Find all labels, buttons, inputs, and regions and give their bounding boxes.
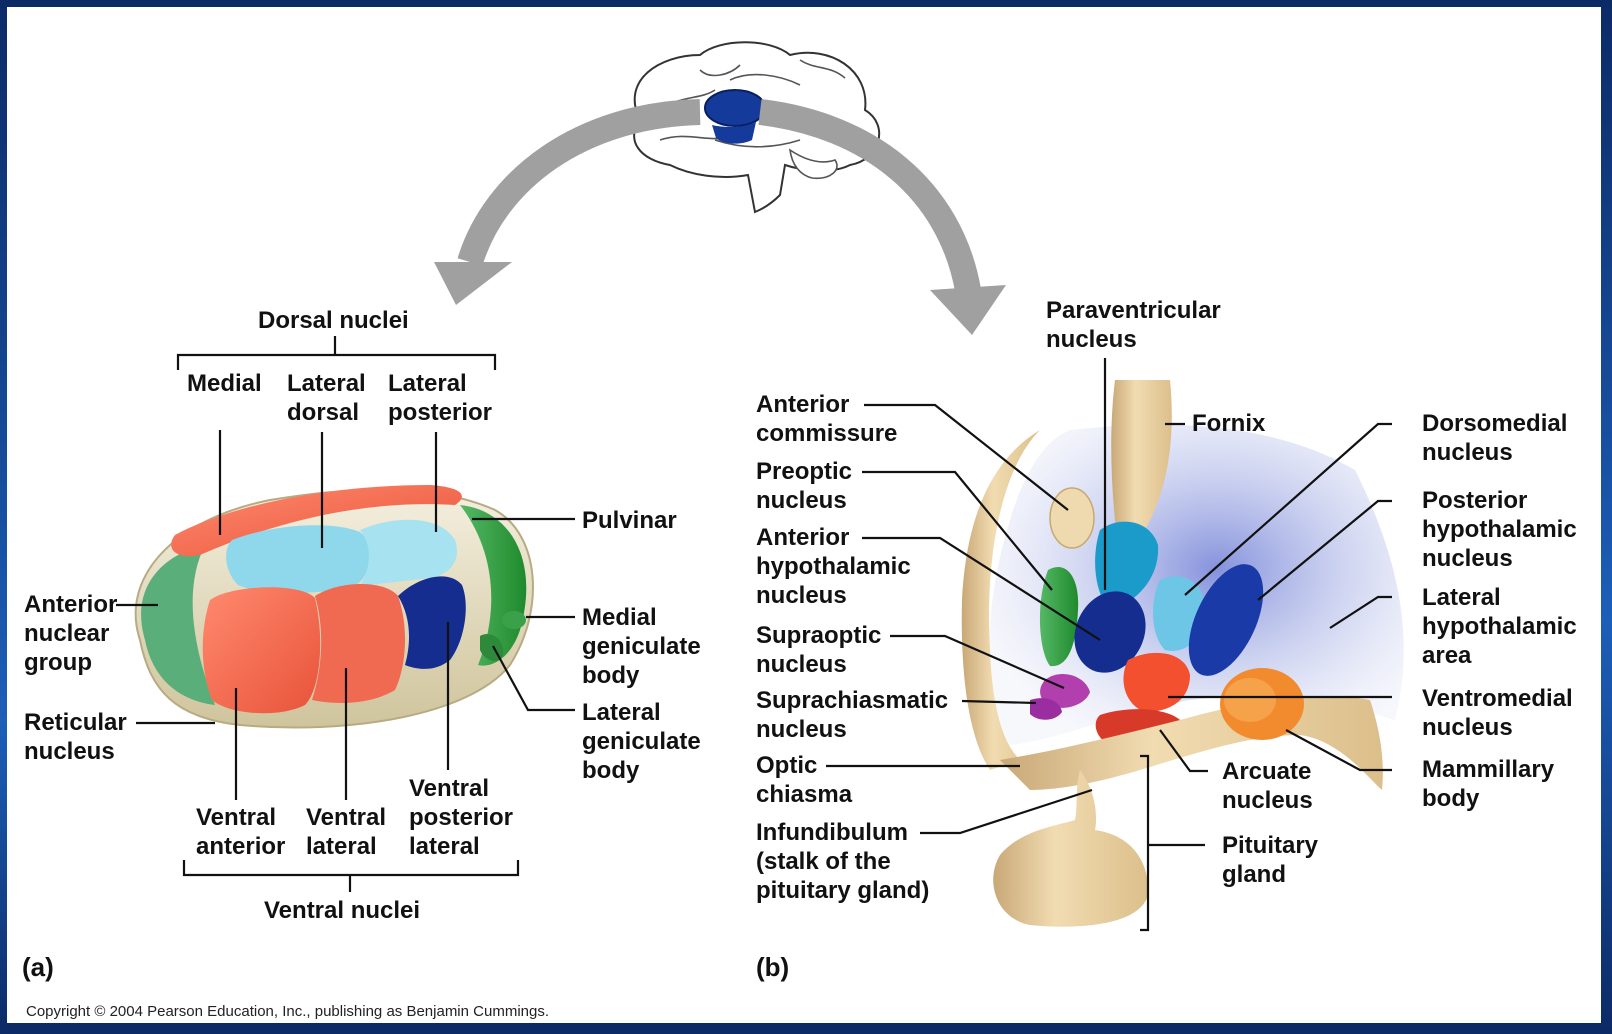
- label-infundibulum-3: pituitary gland): [756, 877, 929, 904]
- label-suprachiasmatic-2: nucleus: [756, 716, 847, 743]
- label-anterior-commissure-1: Anterior: [756, 391, 849, 418]
- label-pituitary-1: Pituitary: [1222, 832, 1319, 859]
- label-suprachiasmatic-1: Suprachiasmatic: [756, 687, 948, 714]
- label-medial-geniculate-2: geniculate: [582, 633, 701, 660]
- label-pulvinar: Pulvinar: [582, 507, 677, 534]
- label-medial: Medial: [187, 370, 262, 397]
- label-ventral-anterior-2: anterior: [196, 833, 285, 860]
- thalamus-illustration: [136, 485, 533, 728]
- label-paraventricular-2: nucleus: [1046, 326, 1137, 353]
- label-pituitary-2: gland: [1222, 861, 1286, 888]
- label-posterior-hypothalamic-3: nucleus: [1422, 545, 1513, 572]
- label-ventral-posterior-lateral-3: lateral: [409, 833, 480, 860]
- label-medial-geniculate-1: Medial: [582, 604, 657, 631]
- label-optic-chiasma-1: Optic: [756, 752, 817, 779]
- label-paraventricular-1: Paraventricular: [1046, 297, 1221, 324]
- label-dorsal-nuclei: Dorsal nuclei: [258, 307, 409, 334]
- label-supraoptic-2: nucleus: [756, 651, 847, 678]
- label-ventral-lateral-1: Ventral: [306, 804, 386, 831]
- label-dorsomedial-1: Dorsomedial: [1422, 410, 1567, 437]
- label-lateral-hypothalamic-1: Lateral: [1422, 584, 1501, 611]
- label-anterior-hypothalamic-3: nucleus: [756, 582, 847, 609]
- label-preoptic-2: nucleus: [756, 487, 847, 514]
- label-mammillary-2: body: [1422, 785, 1480, 812]
- label-ventral-nuclei: Ventral nuclei: [264, 897, 420, 924]
- label-mammillary-1: Mammillary: [1422, 756, 1555, 783]
- label-anterior-group-3: group: [24, 649, 92, 676]
- label-ventromedial-1: Ventromedial: [1422, 685, 1573, 712]
- label-lateral-geniculate-3: body: [582, 757, 640, 784]
- label-ventral-posterior-lateral-1: Ventral: [409, 775, 489, 802]
- label-infundibulum-2: (stalk of the: [756, 848, 891, 875]
- label-anterior-commissure-2: commissure: [756, 420, 897, 447]
- label-optic-chiasma-2: chiasma: [756, 781, 853, 808]
- label-lateral-dorsal-1: Lateral: [287, 370, 366, 397]
- label-reticular-2: nucleus: [24, 738, 115, 765]
- label-fornix: Fornix: [1192, 410, 1266, 437]
- label-posterior-hypothalamic-2: hypothalamic: [1422, 516, 1577, 543]
- label-lateral-geniculate-1: Lateral: [582, 699, 661, 726]
- label-anterior-hypothalamic-2: hypothalamic: [756, 553, 911, 580]
- panel-a-tag: (a): [22, 952, 54, 982]
- label-ventral-lateral-2: lateral: [306, 833, 377, 860]
- label-anterior-group-2: nuclear: [24, 620, 109, 647]
- label-anterior-hypothalamic-1: Anterior: [756, 524, 849, 551]
- copyright-text: Copyright © 2004 Pearson Education, Inc.…: [26, 1003, 549, 1020]
- label-infundibulum-1: Infundibulum: [756, 819, 908, 846]
- label-lateral-posterior-1: Lateral: [388, 370, 467, 397]
- label-arcuate-1: Arcuate: [1222, 758, 1311, 785]
- label-lateral-hypothalamic-2: hypothalamic: [1422, 613, 1577, 640]
- label-ventral-posterior-lateral-2: posterior: [409, 804, 513, 831]
- label-arcuate-2: nucleus: [1222, 787, 1313, 814]
- label-ventral-anterior-1: Ventral: [196, 804, 276, 831]
- label-lateral-hypothalamic-3: area: [1422, 642, 1472, 669]
- label-lateral-posterior-2: posterior: [388, 399, 492, 426]
- label-supraoptic-1: Supraoptic: [756, 622, 881, 649]
- label-preoptic-1: Preoptic: [756, 458, 852, 485]
- panel-b-tag: (b): [756, 952, 789, 982]
- label-anterior-group-1: Anterior: [24, 591, 117, 618]
- label-dorsomedial-2: nucleus: [1422, 439, 1513, 466]
- label-reticular-1: Reticular: [24, 709, 127, 736]
- label-posterior-hypothalamic-1: Posterior: [1422, 487, 1527, 514]
- label-lateral-geniculate-2: geniculate: [582, 728, 701, 755]
- label-lateral-dorsal-2: dorsal: [287, 399, 359, 426]
- label-medial-geniculate-3: body: [582, 662, 640, 689]
- label-ventromedial-2: nucleus: [1422, 714, 1513, 741]
